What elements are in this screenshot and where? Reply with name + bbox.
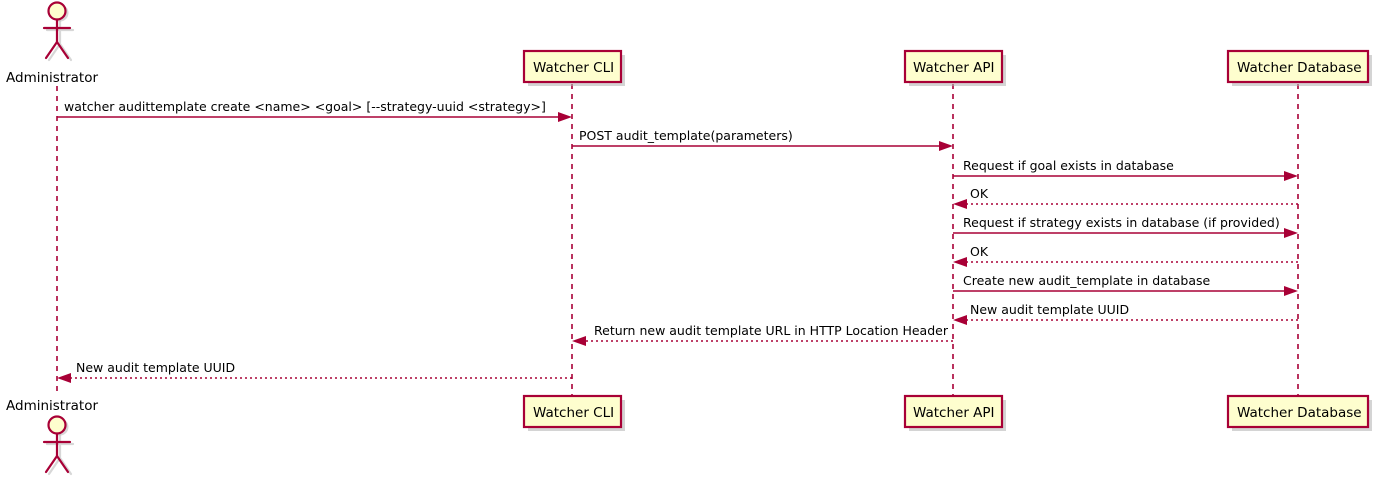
actor-head-icon	[47, 415, 67, 435]
message-7[interactable]: Create new audit_template in database	[953, 273, 1298, 296]
participant-box-watcher-cli-top[interactable]	[522, 49, 623, 84]
participant-watcher-database-bottom[interactable]: Watcher Database	[1226, 394, 1372, 431]
participant-watcher-cli-top[interactable]: Watcher CLI	[522, 49, 625, 86]
message-label-5: Request if strategy exists in database (…	[963, 215, 1280, 230]
message-1[interactable]: watcher audittemplate create <name> <goa…	[57, 99, 572, 122]
message-arrowhead-3	[1284, 171, 1298, 181]
message-label-10: New audit template UUID	[76, 360, 235, 375]
participant-box-watcher-api-bottom[interactable]	[903, 394, 1004, 429]
message-arrowhead-8	[953, 315, 967, 325]
message-label-8: New audit template UUID	[970, 302, 1129, 317]
message-9[interactable]: Return new audit template URL in HTTP Lo…	[572, 323, 953, 346]
message-10[interactable]: New audit template UUID	[57, 360, 572, 383]
lifelines	[56, 84, 1299, 396]
message-8[interactable]: New audit template UUID	[953, 302, 1298, 325]
actor-figure-bottom	[42, 415, 72, 474]
participant-label-watcher-cli-bottom: Watcher CLI	[533, 405, 614, 421]
participant-watcher-cli-bottom[interactable]: Watcher CLI	[522, 394, 625, 431]
message-2[interactable]: POST audit_template(parameters)	[572, 128, 953, 151]
message-label-3: Request if goal exists in database	[963, 158, 1174, 173]
participant-label-watcher-api-bottom: Watcher API	[913, 405, 995, 421]
message-label-6: OK	[970, 244, 989, 259]
actor-figure-top	[42, 1, 72, 60]
participant-label-watcher-api-top: Watcher API	[913, 60, 995, 76]
participant-label-watcher-database-top: Watcher Database	[1237, 60, 1362, 76]
participant-box-watcher-database-top[interactable]	[1226, 49, 1370, 84]
message-6[interactable]: OK	[953, 244, 1298, 267]
message-arrowhead-10	[57, 373, 71, 383]
actor-administrator-top[interactable]: Administrator	[6, 1, 98, 87]
message-5[interactable]: Request if strategy exists in database (…	[953, 215, 1298, 238]
message-arrowhead-5	[1284, 228, 1298, 238]
message-arrowhead-1	[558, 112, 572, 122]
participant-label-watcher-cli-top: Watcher CLI	[533, 60, 614, 76]
participant-label-watcher-database-bottom: Watcher Database	[1237, 405, 1362, 421]
participant-box-watcher-database-bottom[interactable]	[1226, 394, 1370, 429]
participant-box-watcher-cli-bottom[interactable]	[522, 394, 623, 429]
participant-watcher-api-bottom[interactable]: Watcher API	[903, 394, 1006, 431]
message-label-4: OK	[970, 186, 989, 201]
message-arrowhead-7	[1284, 286, 1298, 296]
message-3[interactable]: Request if goal exists in database	[953, 158, 1298, 181]
message-4[interactable]: OK	[953, 186, 1298, 209]
actor-label-administrator-top: Administrator	[6, 70, 98, 86]
message-arrowhead-4	[953, 199, 967, 209]
message-label-2: POST audit_template(parameters)	[579, 128, 793, 143]
actor-administrator-bottom[interactable]: Administrator	[6, 398, 98, 476]
message-arrowhead-9	[572, 336, 586, 346]
participant-box-watcher-api-top[interactable]	[903, 49, 1004, 84]
actor-head-icon	[47, 1, 67, 21]
participant-watcher-api-top[interactable]: Watcher API	[903, 49, 1006, 86]
message-arrowhead-6	[953, 257, 967, 267]
message-arrowhead-2	[939, 141, 953, 151]
message-label-9: Return new audit template URL in HTTP Lo…	[594, 323, 949, 338]
message-label-1: watcher audittemplate create <name> <goa…	[64, 99, 546, 114]
participant-watcher-database-top[interactable]: Watcher Database	[1226, 49, 1372, 86]
actor-label-administrator-bottom: Administrator	[6, 398, 98, 414]
message-label-7: Create new audit_template in database	[963, 273, 1210, 288]
